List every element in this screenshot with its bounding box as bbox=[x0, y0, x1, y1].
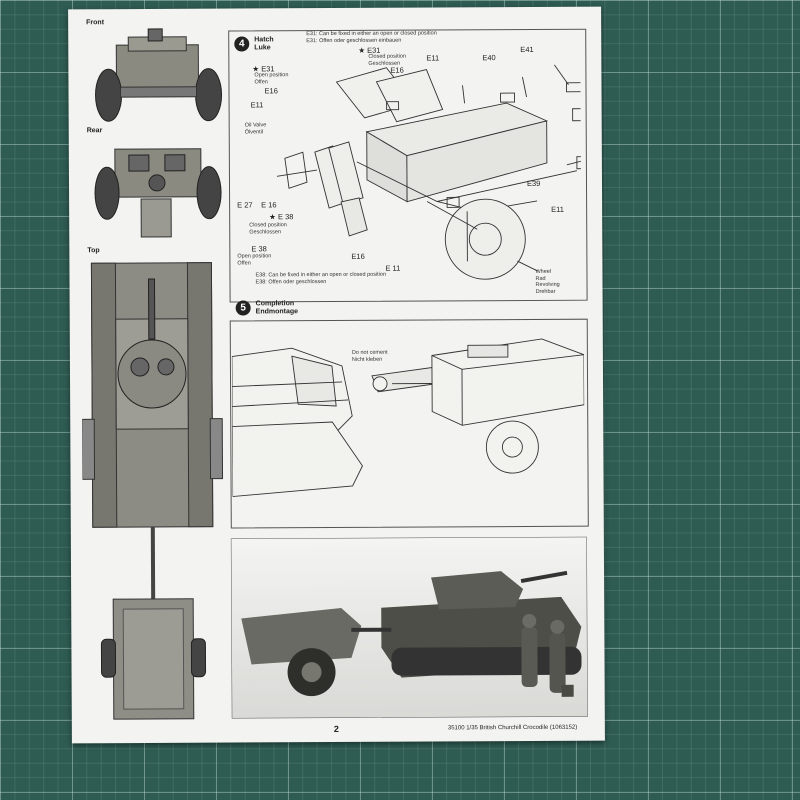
part-e11-top: E11 bbox=[426, 53, 440, 63]
part-e11-left: E11 bbox=[250, 100, 264, 110]
part-e38-open: E 38 bbox=[251, 244, 267, 254]
oil-valve-de: Ölventil bbox=[244, 128, 264, 135]
step5-number: 5 bbox=[235, 300, 251, 316]
part-e16-bottom: E16 bbox=[351, 251, 365, 261]
part-e16-left: E 16 bbox=[261, 200, 277, 210]
revolving-en: Revolving bbox=[535, 281, 560, 288]
step4-note-e38: E38: Can be fixed in either an open or c… bbox=[255, 272, 386, 286]
part-e27: E 27 bbox=[237, 200, 253, 210]
step4-title-de: Luke bbox=[254, 44, 271, 52]
oil-valve-label: Oil Valve Ölventil bbox=[245, 122, 267, 135]
part-e16-top: E16 bbox=[390, 65, 404, 75]
part-e11-right: E11 bbox=[551, 204, 564, 214]
e31-open-de: Offen bbox=[254, 78, 268, 85]
part-e11-bottom: E 11 bbox=[385, 263, 401, 273]
note-e38-de: E38: Offen oder geschlossen bbox=[255, 278, 327, 285]
step5-title-en: Completion bbox=[255, 300, 295, 308]
e38-open-position: Open position Offen bbox=[237, 253, 271, 266]
front-view-label: Front bbox=[86, 19, 105, 27]
page-number: 2 bbox=[333, 723, 339, 735]
step5-title: Completion Endmontage bbox=[256, 300, 298, 316]
wheel-revolving-label: Wheel Rad Revolving Drehbar bbox=[535, 269, 559, 295]
e31-open-position: Open position Offen bbox=[254, 72, 288, 85]
oil-valve-en: Oil Valve bbox=[244, 122, 267, 129]
part-e40: E40 bbox=[482, 53, 496, 63]
e38-closed-position: Closed position Geschlossen bbox=[249, 222, 287, 235]
product-footer: 35100 1/35 British Churchill Crocodile (… bbox=[447, 724, 578, 732]
top-view-drawing bbox=[81, 262, 224, 720]
rear-view-label: Rear bbox=[86, 127, 103, 135]
step4-title: Hatch Luke bbox=[254, 36, 274, 52]
e38-closed-de: Geschlossen bbox=[249, 228, 282, 235]
e38-open-de: Offen bbox=[237, 259, 251, 267]
note-e31-en: E31: Can be fixed in either an open or c… bbox=[306, 30, 437, 38]
front-view-drawing bbox=[95, 28, 223, 122]
note-e31-de: E31: Offen oder geschlossen einbauen bbox=[306, 37, 402, 44]
e31-open-en: Open position bbox=[254, 72, 289, 79]
revolving-de: Drehbar bbox=[535, 288, 556, 295]
part-e41: E41 bbox=[520, 44, 534, 55]
step4-number: 4 bbox=[234, 36, 250, 52]
part-e16-upper: E16 bbox=[264, 86, 278, 96]
step4-note-e31: E31: Can be fixed in either an open or c… bbox=[306, 30, 437, 44]
part-e39: E39 bbox=[526, 178, 541, 188]
e31-closed-en: Closed position bbox=[368, 53, 406, 60]
top-view-label: Top bbox=[87, 247, 100, 255]
step5-completion-drawing bbox=[231, 338, 585, 498]
instruction-sheet: Front Rear Top 4 bbox=[68, 6, 605, 744]
part-e38-star: ★ E 38 bbox=[269, 212, 294, 222]
rear-view-drawing bbox=[94, 148, 222, 238]
step4-title-en: Hatch bbox=[254, 36, 274, 44]
step4-assembly-drawing bbox=[276, 64, 582, 280]
step5-title-de: Endmontage bbox=[255, 308, 299, 316]
e38-closed-en: Closed position bbox=[249, 222, 287, 229]
e38-open-en: Open position bbox=[237, 253, 272, 260]
completed-model-photo bbox=[230, 536, 588, 719]
note-e38-en: E38: Can be fixed in either an open or c… bbox=[255, 271, 387, 279]
